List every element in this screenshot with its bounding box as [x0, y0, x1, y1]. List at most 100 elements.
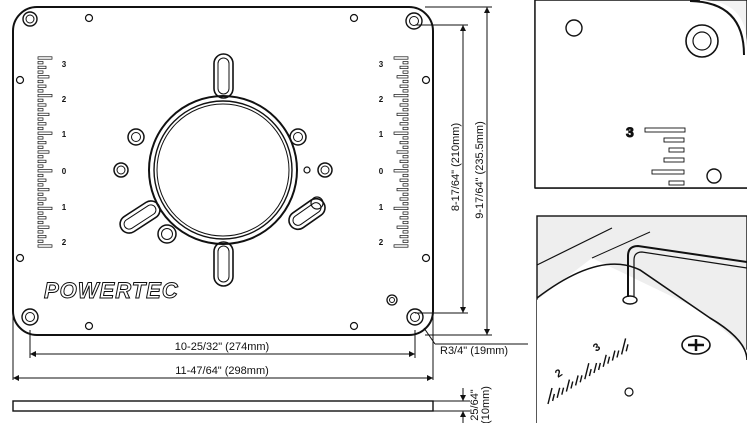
ruler-tick [402, 220, 409, 225]
ruler-tick [399, 216, 409, 220]
ruler-tick [37, 206, 53, 210]
ruler-tick [37, 164, 44, 168]
ruler-tick [37, 112, 50, 116]
ruler-tick [399, 178, 409, 182]
ruler-tick [402, 136, 409, 140]
ruler-tick [37, 244, 53, 248]
ruler-tick [399, 122, 409, 126]
ruler-tick [37, 235, 47, 239]
mounting-hole [127, 128, 145, 146]
ruler-tick [37, 103, 47, 107]
ruler-tick [402, 202, 409, 206]
ruler-tick [399, 103, 409, 107]
ruler-tick [37, 131, 53, 135]
ruler-tick [37, 230, 44, 234]
ruler-tick [402, 98, 409, 102]
ruler-tick [607, 356, 611, 364]
mounting-slot [213, 241, 234, 287]
ruler-label: 2 [379, 95, 384, 104]
ruler-tick [565, 379, 571, 392]
detail-scale-label: 3 [591, 341, 603, 354]
ruler-tick [668, 147, 685, 153]
detail-corner-view: 3 [534, 0, 747, 189]
ruler-tick [37, 98, 44, 102]
mounting-hole [157, 224, 177, 244]
ruler-tick [37, 94, 53, 98]
ruler-tick [393, 244, 409, 248]
detail-ruler-scale [644, 127, 686, 186]
ruler-tick [593, 362, 598, 374]
ruler-tick [570, 381, 574, 389]
ruler-tick [37, 79, 44, 84]
ruler-tick [37, 225, 50, 229]
ruler-tick [579, 375, 583, 383]
ruler-tick [37, 65, 47, 69]
outer-width-label: 11-47/64" (298mm) [175, 365, 269, 377]
ruler-tick [402, 126, 409, 131]
ruler-tick [37, 75, 50, 79]
ruler-tick [37, 117, 44, 121]
small-hole [15, 75, 25, 85]
ruler-tick [616, 350, 620, 358]
left-ruler-scale: 3 2 1 0 1 2 [37, 56, 67, 248]
ruler-label: 1 [62, 203, 67, 212]
ruler-tick [396, 112, 409, 116]
ruler-tick [399, 159, 409, 163]
main-plate: 3 2 1 0 1 2 3 2 1 0 1 2 POWERTEC [12, 6, 434, 336]
ruler-tick [37, 159, 47, 163]
mounting-slot [217, 245, 230, 283]
ruler-label: 0 [62, 167, 67, 176]
mounting-hole [289, 128, 307, 146]
mounting-slot [213, 53, 234, 99]
ruler-label: 2 [62, 238, 67, 247]
ruler-tick [551, 393, 556, 402]
plate-outline [12, 6, 434, 336]
detail-perspective-view: 2 3 [536, 215, 747, 424]
small-hole [84, 13, 94, 23]
ruler-tick [37, 178, 47, 182]
ruler-tick [402, 173, 409, 178]
ruler-tick [396, 150, 409, 154]
ruler-tick [37, 122, 47, 126]
ruler-label: 3 [379, 60, 384, 69]
ruler-label: 1 [379, 203, 384, 212]
ruler-tick [402, 70, 409, 74]
corner-radius-label: R3/4" (19mm) [440, 345, 508, 357]
small-hole [421, 253, 431, 263]
ruler-tick [37, 108, 44, 112]
ruler-tick [402, 183, 409, 187]
ruler-tick [37, 188, 50, 192]
ruler-tick [584, 363, 590, 380]
ruler-tick [37, 61, 44, 65]
ruler-tick [396, 75, 409, 79]
thickness-mm-label: (10mm) [480, 386, 492, 423]
ruler-tick [402, 61, 409, 65]
ruler-label: 2 [62, 95, 67, 104]
dimension-lines [12, 6, 528, 381]
ruler-tick [37, 136, 44, 140]
ruler-tick [402, 164, 409, 168]
detail-perspective-ruler [547, 338, 629, 405]
small-hole [310, 196, 324, 210]
ruler-tick [37, 220, 44, 225]
ruler-tick [37, 197, 47, 201]
small-hole [84, 321, 94, 331]
ruler-label: 3 [62, 60, 67, 69]
inner-height-label: 8-17/64" (210mm) [450, 123, 462, 211]
ruler-tick [399, 141, 409, 145]
ruler-tick [396, 225, 409, 229]
brand-logo: POWERTEC [44, 278, 179, 303]
ruler-tick [402, 155, 409, 159]
ruler-tick [37, 145, 44, 149]
ruler-tick [393, 56, 409, 60]
side-profile [12, 388, 470, 423]
ruler-tick [37, 84, 47, 88]
thickness-inch-label: 25/64" [469, 389, 481, 421]
ruler-tick [620, 338, 627, 355]
ruler-tick [402, 79, 409, 84]
ruler-tick [393, 206, 409, 210]
ruler-tick [37, 173, 44, 178]
ruler-tick [588, 368, 592, 377]
ruler-tick [399, 197, 409, 201]
ruler-label: 1 [62, 130, 67, 139]
